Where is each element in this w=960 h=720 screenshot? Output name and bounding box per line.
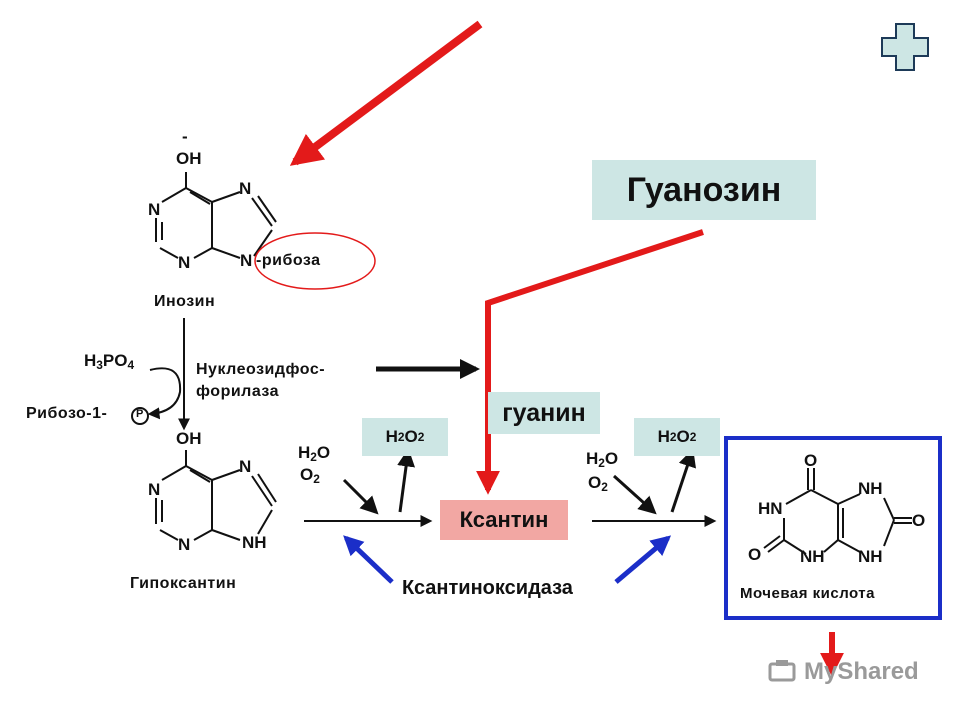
uric-o-top: O xyxy=(804,451,818,470)
uric-acid-structure xyxy=(763,468,912,555)
uric-o-left: O xyxy=(748,545,762,564)
step1-reagent-arrow xyxy=(342,478,379,515)
uric-nh-bottom2: NH xyxy=(858,547,883,566)
inosine-oh-label: OH xyxy=(176,149,202,168)
step2-o2: O2 xyxy=(588,473,608,494)
plus-cross-icon xyxy=(881,23,929,71)
guanosine-box: Гуанозин xyxy=(592,160,816,220)
hypoxanthine-oh-label: OH xyxy=(176,429,202,448)
uric-acid-name: Мочевая кислота xyxy=(740,585,875,602)
uric-hn-left: HN xyxy=(758,499,783,518)
inosine-minus-sign: - xyxy=(182,127,188,146)
hypoxanthine-n1-label: N xyxy=(148,480,161,499)
enzyme-line2: форилаза xyxy=(196,383,280,400)
inosine-ribose-label: -рибоза xyxy=(256,252,321,269)
watermark-text: MyShared xyxy=(804,658,919,685)
phosphate-circle xyxy=(131,407,149,425)
hypoxanthine-nh-label: NH xyxy=(242,533,267,552)
inosine-structure xyxy=(155,172,277,259)
ribose-highlight-ellipse xyxy=(254,232,376,290)
xanthine-box: Ксантин xyxy=(440,500,568,540)
inosine-n1-label: N xyxy=(148,200,161,219)
inosine-n9-label: N xyxy=(240,251,253,270)
uric-nh-top: NH xyxy=(858,479,883,498)
step1-o2: O2 xyxy=(300,465,320,486)
curved-reagent-arrow xyxy=(147,367,182,420)
inosine-n7-label: N xyxy=(239,179,252,198)
ribose-1-phosphate-label: Рибозо-1- xyxy=(26,405,108,422)
step2-blue-arrow xyxy=(614,535,672,584)
xanthine-oxidase-label: Ксантиноксидаза xyxy=(402,577,573,599)
step1-h2o: H2O xyxy=(298,443,331,464)
inosine-name: Инозин xyxy=(154,293,216,310)
hypoxanthine-name: Гипоксантин xyxy=(130,575,237,592)
step2-product-arrow xyxy=(670,448,696,513)
step2-h2o: H2O xyxy=(586,449,619,470)
guanine-box: гуанин xyxy=(488,392,600,434)
uric-nh-bottom1: NH xyxy=(800,547,825,566)
reagent-h3po4: H3PO4 xyxy=(84,351,135,372)
hypoxanthine-n3-label: N xyxy=(178,535,191,554)
inosine-n3-label: N xyxy=(178,253,191,272)
red-arrow-to-inosine xyxy=(289,20,483,166)
hypoxanthine-n7-label: N xyxy=(239,457,252,476)
hypoxanthine-structure xyxy=(155,450,277,541)
step2-reagent-arrow xyxy=(612,474,657,515)
enzyme-line1: Нуклеозидфос- xyxy=(196,361,326,378)
step1-product-arrow xyxy=(397,448,416,513)
uric-o-right: O xyxy=(912,511,926,530)
uric-acid-box xyxy=(724,436,942,620)
step1-blue-arrow xyxy=(343,535,394,584)
phosphate-p-label: P xyxy=(136,408,144,420)
myshared-logo-icon xyxy=(768,660,796,682)
